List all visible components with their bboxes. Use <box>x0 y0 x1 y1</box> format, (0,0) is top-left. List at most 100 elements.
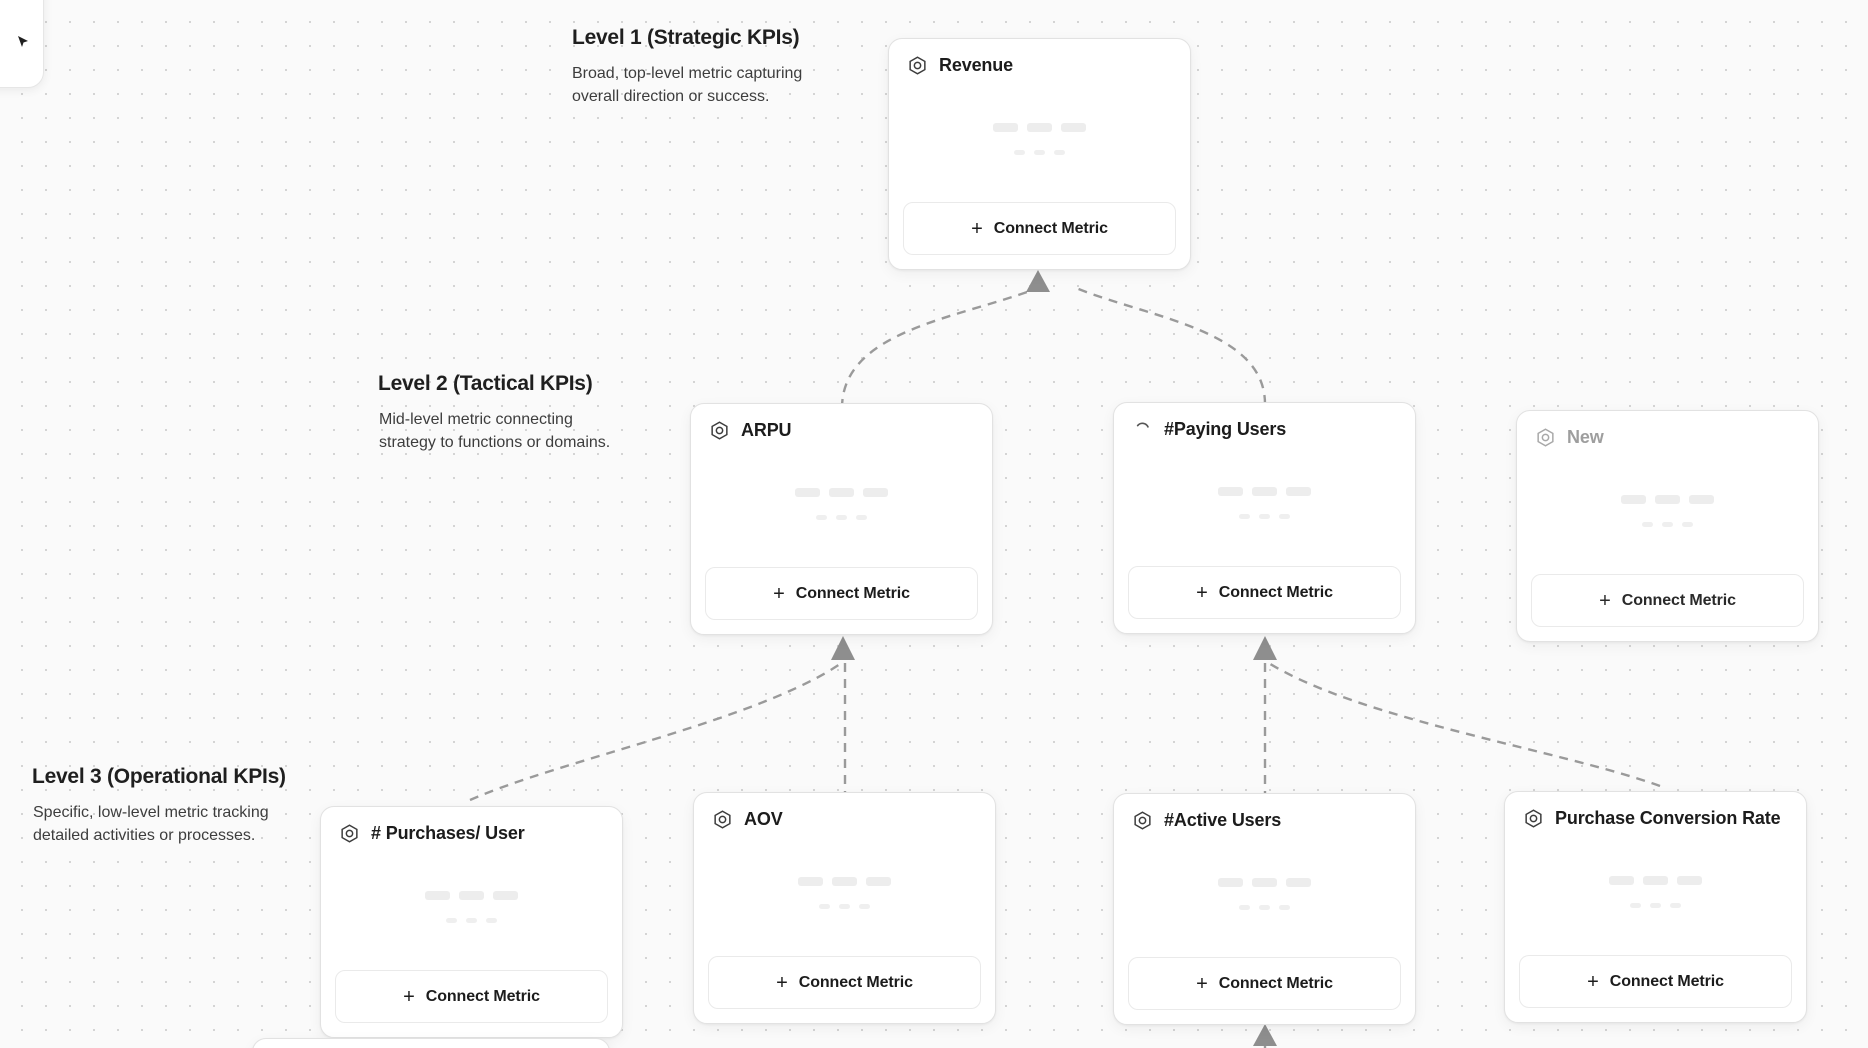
metric-card-revenue[interactable]: Revenue + Connect Metric <box>888 38 1191 270</box>
metric-card-purchases-user[interactable]: # Purchases/ User + Connect Metric <box>320 806 623 1038</box>
level-1-title: Level 1 (Strategic KPIs) <box>572 26 800 49</box>
connect-metric-button[interactable]: + Connect Metric <box>1128 957 1401 1010</box>
skeleton-bar <box>1259 905 1270 910</box>
skeleton-bar <box>1054 150 1065 155</box>
skeleton-bar <box>993 123 1018 132</box>
connect-metric-label: Connect Metric <box>1218 974 1333 992</box>
card-title: #Active Users <box>1164 810 1282 830</box>
connect-metric-button[interactable]: + Connect Metric <box>1531 574 1804 627</box>
card-placeholder-body <box>335 844 608 970</box>
skeleton-bar <box>493 891 518 900</box>
card-title: # Purchases/ User <box>371 823 525 843</box>
connect-metric-label: Connect Metric <box>1621 591 1736 609</box>
skeleton-bar <box>1252 487 1277 496</box>
arrowhead-activeusers <box>1253 1024 1277 1046</box>
skeleton-row-primary <box>1609 876 1702 885</box>
skeleton-bar <box>839 904 850 909</box>
skeleton-bar <box>1218 487 1243 496</box>
hexagon-icon <box>1134 811 1151 830</box>
skeleton-bar <box>819 904 830 909</box>
skeleton-bar <box>1682 522 1693 527</box>
plus-icon: + <box>1587 970 1599 993</box>
card-title: #Paying Users <box>1164 419 1287 439</box>
skeleton-bar <box>1239 514 1250 519</box>
skeleton-bar <box>798 877 823 886</box>
skeleton-bar <box>832 877 857 886</box>
skeleton-bar <box>1689 495 1714 504</box>
card-placeholder-body <box>1519 829 1792 955</box>
card-placeholder-body <box>1531 448 1804 574</box>
cursor-glyph-icon <box>18 36 28 47</box>
skeleton-row-primary <box>425 891 518 900</box>
skeleton-row-primary <box>1621 495 1714 504</box>
skeleton-bar <box>1677 876 1702 885</box>
skeleton-bar <box>1662 522 1673 527</box>
skeleton-bar <box>1014 150 1025 155</box>
connect-metric-button[interactable]: + Connect Metric <box>1128 566 1401 619</box>
skeleton-bar <box>1252 878 1277 887</box>
connect-metric-button[interactable]: + Connect Metric <box>1519 955 1792 1008</box>
connect-metric-label: Connect Metric <box>798 973 913 991</box>
skeleton-bar <box>816 515 827 520</box>
metric-card-arpu[interactable]: ARPU + Connect Metric <box>690 403 993 635</box>
level-1-label: Level 1 (Strategic KPIs) Broad, top-leve… <box>572 26 822 108</box>
metric-card-purchase-conversion-rate[interactable]: Purchase Conversion Rate + Connect Metri… <box>1504 791 1807 1023</box>
hexagon-icon <box>1537 428 1554 447</box>
skeleton-bar <box>1027 123 1052 132</box>
level-1-description: Broad, top-level metric capturing overal… <box>572 65 803 106</box>
card-placeholder-body <box>903 76 1176 202</box>
card-title: AOV <box>744 809 783 829</box>
skeleton-bar <box>1279 514 1290 519</box>
skeleton-bar <box>829 488 854 497</box>
skeleton-bar <box>856 515 867 520</box>
skeleton-bar <box>1239 905 1250 910</box>
edge-purchases-arpu <box>469 661 844 802</box>
connect-metric-button[interactable]: + Connect Metric <box>335 970 608 1023</box>
card-header: #Paying Users <box>1128 417 1401 440</box>
skeleton-row-secondary <box>1630 903 1681 908</box>
card-header: # Purchases/ User <box>335 821 608 844</box>
plus-icon: + <box>773 582 785 605</box>
arrowhead-revenue <box>1026 270 1050 292</box>
connect-metric-button[interactable]: + Connect Metric <box>705 567 978 620</box>
skeleton-bar <box>1034 150 1045 155</box>
card-header: #Active Users <box>1128 808 1401 831</box>
skeleton-bar <box>1621 495 1646 504</box>
plus-icon: + <box>776 971 788 994</box>
level-2-title: Level 2 (Tactical KPIs) <box>378 372 593 395</box>
metric-card-active-users[interactable]: #Active Users + Connect Metric <box>1113 793 1416 1025</box>
level-3-description: Specific, low-level metric tracking deta… <box>33 804 269 845</box>
skeleton-bar <box>1642 522 1653 527</box>
card-header: New <box>1531 425 1804 448</box>
card-placeholder-body <box>708 830 981 956</box>
connect-metric-label: Connect Metric <box>795 584 910 602</box>
connect-metric-button[interactable]: + Connect Metric <box>903 202 1176 255</box>
metric-card-new[interactable]: New + Connect Metric <box>1516 410 1819 642</box>
hexagon-icon <box>714 810 731 829</box>
card-title: ARPU <box>741 420 792 440</box>
skeleton-bar <box>795 488 820 497</box>
metric-card-aov[interactable]: AOV + Connect Metric <box>693 792 996 1024</box>
card-placeholder-body <box>705 441 978 567</box>
hexagon-icon <box>341 824 358 843</box>
connect-metric-label: Connect Metric <box>1609 972 1724 990</box>
skeleton-row-primary <box>1218 878 1311 887</box>
metric-card-paying-users[interactable]: #Paying Users + Connect Metric <box>1113 402 1416 634</box>
skeleton-row-primary <box>795 488 888 497</box>
plus-icon: + <box>403 985 415 1008</box>
skeleton-bar <box>1061 123 1086 132</box>
skeleton-bar <box>859 904 870 909</box>
corner-panel[interactable] <box>0 0 44 88</box>
arrowhead-arpu <box>831 636 855 660</box>
hexagon-icon <box>1525 809 1542 828</box>
skeleton-row-primary <box>993 123 1086 132</box>
metric-card-offscreen-bottom[interactable] <box>252 1038 610 1048</box>
card-header: Revenue <box>903 53 1176 76</box>
connect-metric-button[interactable]: + Connect Metric <box>708 956 981 1009</box>
skeleton-bar <box>1286 878 1311 887</box>
skeleton-row-secondary <box>446 918 497 923</box>
skeleton-bar <box>863 488 888 497</box>
skeleton-row-primary <box>1218 487 1311 496</box>
skeleton-bar <box>1218 878 1243 887</box>
